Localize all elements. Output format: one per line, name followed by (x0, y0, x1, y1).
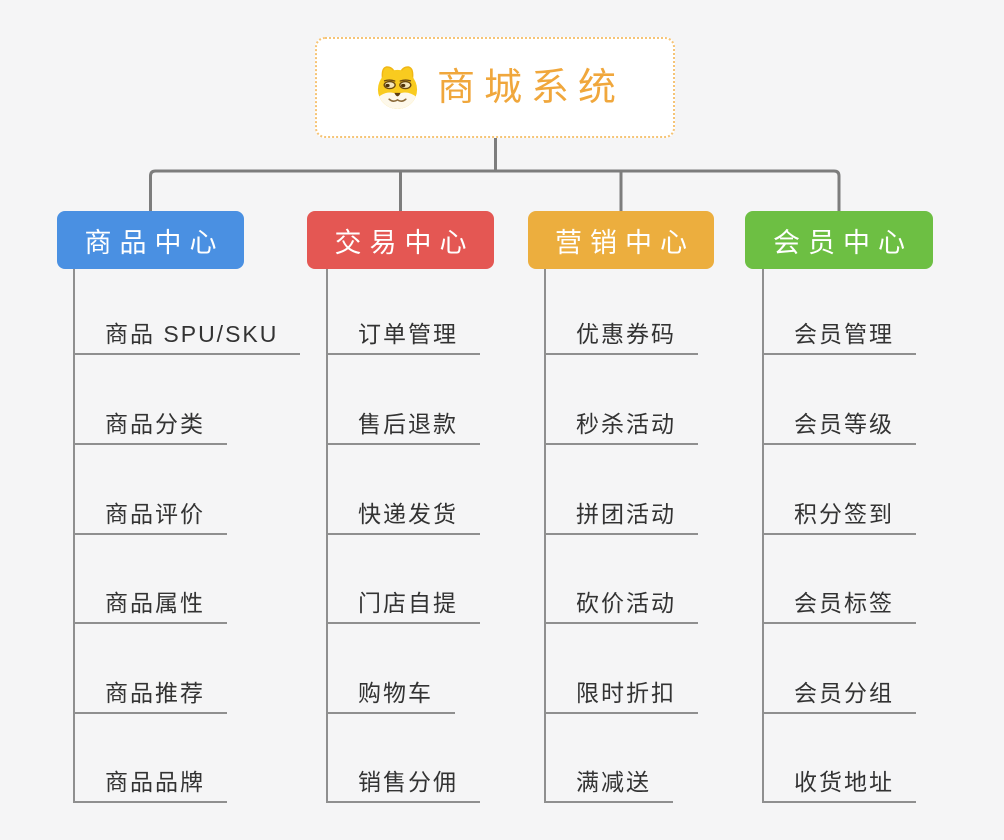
branch-spine (762, 269, 764, 803)
leaf-node[interactable]: 优惠券码 (544, 317, 698, 355)
root-node[interactable]: 商城系统 (315, 37, 675, 138)
leaf-node[interactable]: 秒杀活动 (544, 407, 698, 445)
leaf-node[interactable]: 会员标签 (762, 586, 916, 624)
dog-face-icon (377, 66, 418, 110)
leaf-node[interactable]: 商品推荐 (73, 676, 227, 714)
leaf-node[interactable]: 积分签到 (762, 497, 916, 535)
branch-node-member-center[interactable]: 会员中心 (745, 211, 933, 269)
branch-children-product-center: 商品 SPU/SKU 商品分类 商品评价 商品属性 商品推荐 商品品牌 (73, 269, 313, 809)
leaf-node[interactable]: 收货地址 (762, 765, 916, 803)
leaf-node[interactable]: 商品属性 (73, 586, 227, 624)
leaf-node[interactable]: 会员等级 (762, 407, 916, 445)
leaf-node[interactable]: 满减送 (544, 765, 673, 803)
leaf-node[interactable]: 门店自提 (326, 586, 480, 624)
connector-rail (149, 169, 841, 211)
branch-children-trade-center: 订单管理 售后退款 快递发货 门店自提 购物车 销售分佣 (326, 269, 566, 809)
leaf-node[interactable]: 商品评价 (73, 497, 227, 535)
leaf-node[interactable]: 售后退款 (326, 407, 480, 445)
root-title: 商城系统 (436, 66, 625, 109)
leaf-node[interactable]: 会员管理 (762, 317, 916, 355)
branch-node-product-center[interactable]: 商品中心 (57, 211, 244, 269)
branch-node-marketing-center[interactable]: 营销中心 (528, 211, 714, 269)
branch-spine (326, 269, 328, 803)
leaf-node[interactable]: 订单管理 (326, 317, 480, 355)
leaf-node[interactable]: 快递发货 (326, 497, 480, 535)
leaf-node[interactable]: 商品 SPU/SKU (73, 317, 301, 355)
leaf-node[interactable]: 购物车 (326, 676, 455, 714)
leaf-node[interactable]: 砍价活动 (544, 586, 698, 624)
leaf-node[interactable]: 销售分佣 (326, 765, 480, 803)
branch-spine (73, 269, 75, 803)
leaf-node[interactable]: 商品品牌 (73, 765, 227, 803)
leaf-node[interactable]: 限时折扣 (544, 676, 698, 714)
branch-spine (544, 269, 546, 803)
leaf-node[interactable]: 商品分类 (73, 407, 227, 445)
branch-node-trade-center[interactable]: 交易中心 (307, 211, 494, 269)
leaf-node[interactable]: 拼团活动 (544, 497, 698, 535)
branch-children-marketing-center: 优惠券码 秒杀活动 拼团活动 砍价活动 限时折扣 满减送 (544, 269, 784, 809)
leaf-node[interactable]: 会员分组 (762, 676, 916, 714)
branch-children-member-center: 会员管理 会员等级 积分签到 会员标签 会员分组 收货地址 (762, 269, 1002, 809)
